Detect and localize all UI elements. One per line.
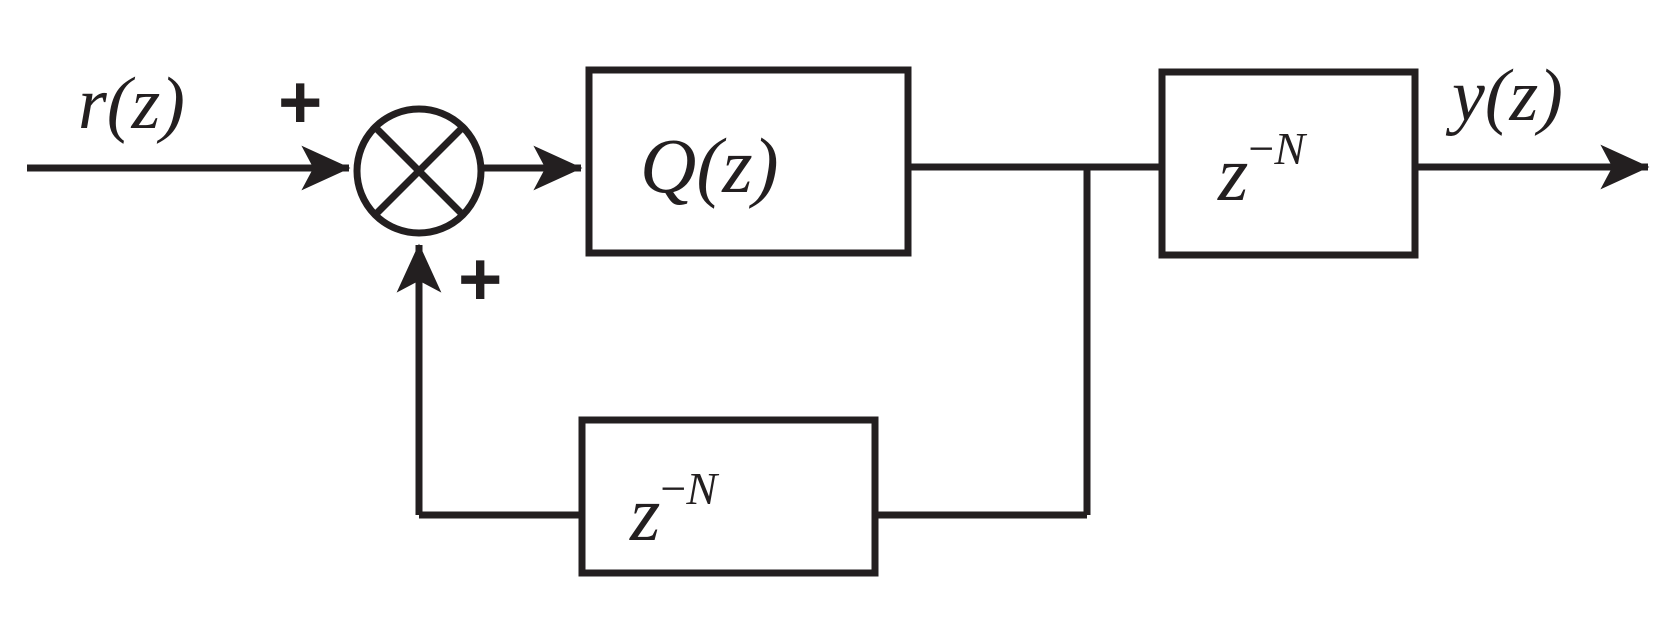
summing-junction-cross-b bbox=[372, 124, 466, 218]
input-signal-label: r(z) bbox=[78, 63, 185, 145]
summing-junction-circle bbox=[353, 105, 485, 237]
feedback-delay-block-rect bbox=[578, 416, 879, 577]
forward-delay-minus: − bbox=[1248, 123, 1274, 174]
Q-block-label: Q(z) bbox=[640, 122, 779, 209]
feedback-delay-minus: − bbox=[660, 463, 686, 514]
output-signal-label: y(z) bbox=[1445, 55, 1563, 137]
forward-delay-exponent: N bbox=[1273, 123, 1307, 174]
forward-delay-base: z bbox=[1217, 130, 1248, 217]
sum-plus-top-label: + bbox=[278, 60, 322, 145]
feedback-delay-exponent: N bbox=[685, 463, 719, 514]
feedback-delay-block-label: z−N bbox=[629, 463, 719, 557]
feedback-delay-base: z bbox=[629, 470, 660, 557]
forward-delay-block-label: z−N bbox=[1217, 123, 1307, 217]
Q-block-rect bbox=[585, 66, 912, 257]
sum-plus-bottom-label: + bbox=[458, 237, 502, 322]
